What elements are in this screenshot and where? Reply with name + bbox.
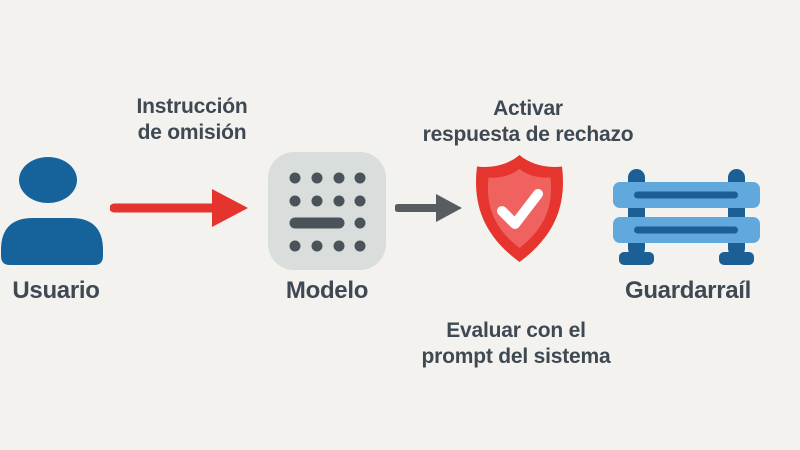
instruction-line-2: de omisión [137, 121, 247, 144]
instruction-line-1: Instrucción [136, 95, 248, 118]
guardrail-node-label: Guardarraíl [624, 277, 752, 304]
activate-annotation: Activar respuesta de rechazo [408, 96, 648, 148]
model-box [268, 152, 386, 270]
shield-inner [487, 169, 552, 248]
instruction-annotation: Instrucción de omisión [72, 94, 312, 146]
gray-arrow-head [436, 194, 462, 222]
shield-check-icon [466, 152, 573, 266]
person-body [1, 218, 103, 265]
model-dot-grid [289, 172, 366, 252]
user-node-label: Usuario [12, 277, 100, 304]
model-icon [268, 152, 386, 270]
guardrail-rail-lines [634, 191, 738, 234]
guardrail-icon [610, 166, 762, 268]
red-arrow-icon [110, 186, 250, 230]
evaluate-annotation: Evaluar con el prompt del sistema [396, 318, 636, 370]
activate-line-2: respuesta de rechazo [422, 123, 634, 146]
checkmark [497, 189, 543, 229]
model-node-label: Modelo [285, 277, 369, 304]
person-icon [0, 148, 110, 270]
person-head [19, 157, 77, 203]
evaluate-line-1: Evaluar con el [446, 319, 586, 342]
evaluate-line-2: prompt del sistema [421, 345, 611, 368]
red-arrow-head [212, 189, 248, 227]
gray-arrow-icon [395, 191, 467, 227]
activate-line-1: Activar [493, 97, 563, 120]
